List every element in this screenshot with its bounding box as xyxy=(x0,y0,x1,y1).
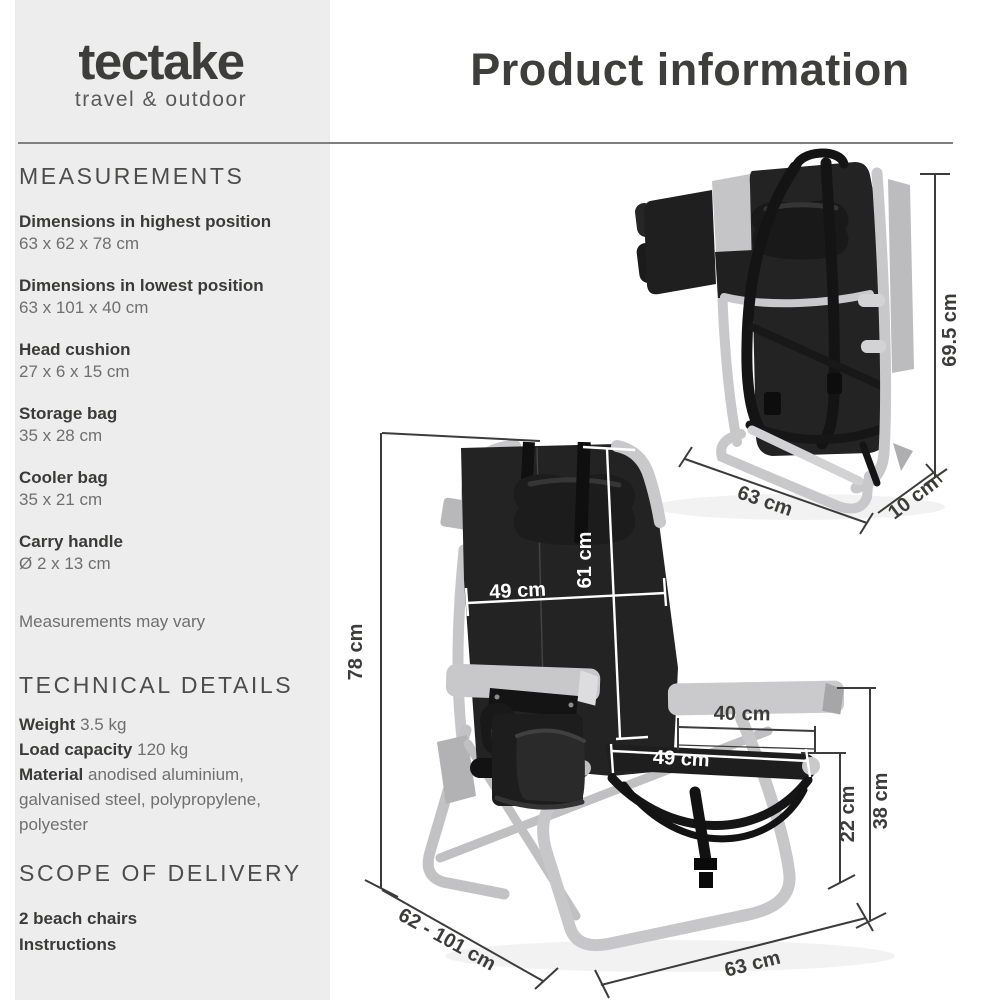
measurement-item: Carry handle Ø 2 x 13 cm xyxy=(19,531,315,575)
tech-label: Load capacity xyxy=(19,740,133,759)
delivery-item: 2 beach chairs xyxy=(19,909,138,928)
measurement-value: 35 x 28 cm xyxy=(19,426,103,445)
delivery-list: 2 beach chairs Instructions xyxy=(19,906,315,958)
section-divider xyxy=(18,142,953,144)
delivery-item: Instructions xyxy=(19,935,117,954)
tech-value: anodised aluminium, galvanised steel, po… xyxy=(19,765,261,834)
dim-label-back-width: 49 cm xyxy=(489,579,547,604)
measurement-label: Cooler bag xyxy=(19,468,108,487)
dim-label-total-height: 78 cm xyxy=(345,624,367,681)
measurement-value: 27 x 6 x 15 cm xyxy=(19,362,130,381)
dim-label-armrest-height: 38 cm xyxy=(870,773,892,830)
delivery-heading: SCOPE OF DELIVERY xyxy=(19,860,302,886)
dim-label-seat-depth: 40 cm xyxy=(714,703,771,726)
measurement-label: Head cushion xyxy=(19,340,131,359)
measurement-item: Head cushion 27 x 6 x 15 cm xyxy=(19,339,315,383)
measurement-label: Carry handle xyxy=(19,532,123,551)
dim-label-back-height: 61 cm xyxy=(574,532,596,589)
measurements-note: Measurements may vary xyxy=(19,612,206,631)
measurement-label: Dimensions in highest position xyxy=(19,212,272,231)
measurements-list: Dimensions in highest position 63 x 62 x… xyxy=(19,211,315,595)
tech-item: Load capacity 120 kg xyxy=(19,737,311,762)
measurements-heading: MEASUREMENTS xyxy=(19,163,245,189)
open-chair-illustration xyxy=(422,440,895,972)
technical-list: Weight 3.5 kg Load capacity 120 kg Mater… xyxy=(19,712,315,837)
dim-label-depth-range: 62 - 101 cm xyxy=(394,904,499,976)
dim-label-folded-height: 69.5 cm xyxy=(939,293,961,366)
measurement-value: Ø 2 x 13 cm xyxy=(19,554,111,573)
rear-leg xyxy=(422,724,510,900)
dim-label-seat-height: 22 cm xyxy=(837,786,859,843)
head-cushion xyxy=(513,474,636,546)
folded-head-cushion-block xyxy=(644,190,716,295)
measurement-item: Cooler bag 35 x 21 cm xyxy=(19,467,315,511)
measurement-item: Storage bag 35 x 28 cm xyxy=(19,403,315,447)
backpack-strap xyxy=(816,157,840,450)
right-armrest xyxy=(667,680,845,716)
tech-value: 120 kg xyxy=(137,740,189,759)
sidebar xyxy=(15,0,330,1000)
measurement-value: 63 x 101 x 40 cm xyxy=(19,298,149,317)
measurement-item: Dimensions in highest position 63 x 62 x… xyxy=(19,211,315,255)
dim-label-seat-width: 49 cm xyxy=(652,747,710,772)
folded-dimension-lines xyxy=(678,173,950,535)
tech-label: Weight xyxy=(19,715,76,734)
measurement-value: 35 x 21 cm xyxy=(19,490,103,509)
open-chair-diagram: 78 cm 62 - 101 cm 63 cm 38 cm 22 cm 40 c… xyxy=(345,432,895,999)
folded-chair-illustration xyxy=(635,148,945,520)
backpack-strap xyxy=(741,161,801,437)
tech-value: 3.5 kg xyxy=(80,715,127,734)
technical-heading: TECHNICAL DETAILS xyxy=(19,672,294,698)
measurement-item: Dimensions in lowest position 63 x 101 x… xyxy=(19,275,315,319)
tech-item: Material anodised aluminium, galvanised … xyxy=(19,762,311,837)
tech-item: Weight 3.5 kg xyxy=(19,712,311,737)
open-dimension-lines-white xyxy=(464,445,812,778)
measurement-value: 63 x 62 x 78 cm xyxy=(19,234,140,253)
seat xyxy=(605,744,817,780)
brand-logo-block: tectake travel & outdoor xyxy=(15,36,307,112)
left-armrest xyxy=(445,663,601,706)
page-title: Product information xyxy=(470,44,910,95)
tech-label: Material xyxy=(19,765,84,784)
brand-logo: tectake xyxy=(78,33,245,90)
measurement-label: Storage bag xyxy=(19,404,118,423)
open-dimension-lines xyxy=(364,432,887,999)
folded-chair-diagram: 69.5 cm 63 cm 10 cm xyxy=(635,148,961,535)
measurement-label: Dimensions in lowest position xyxy=(19,276,264,295)
brand-tagline: travel & outdoor xyxy=(74,88,248,111)
